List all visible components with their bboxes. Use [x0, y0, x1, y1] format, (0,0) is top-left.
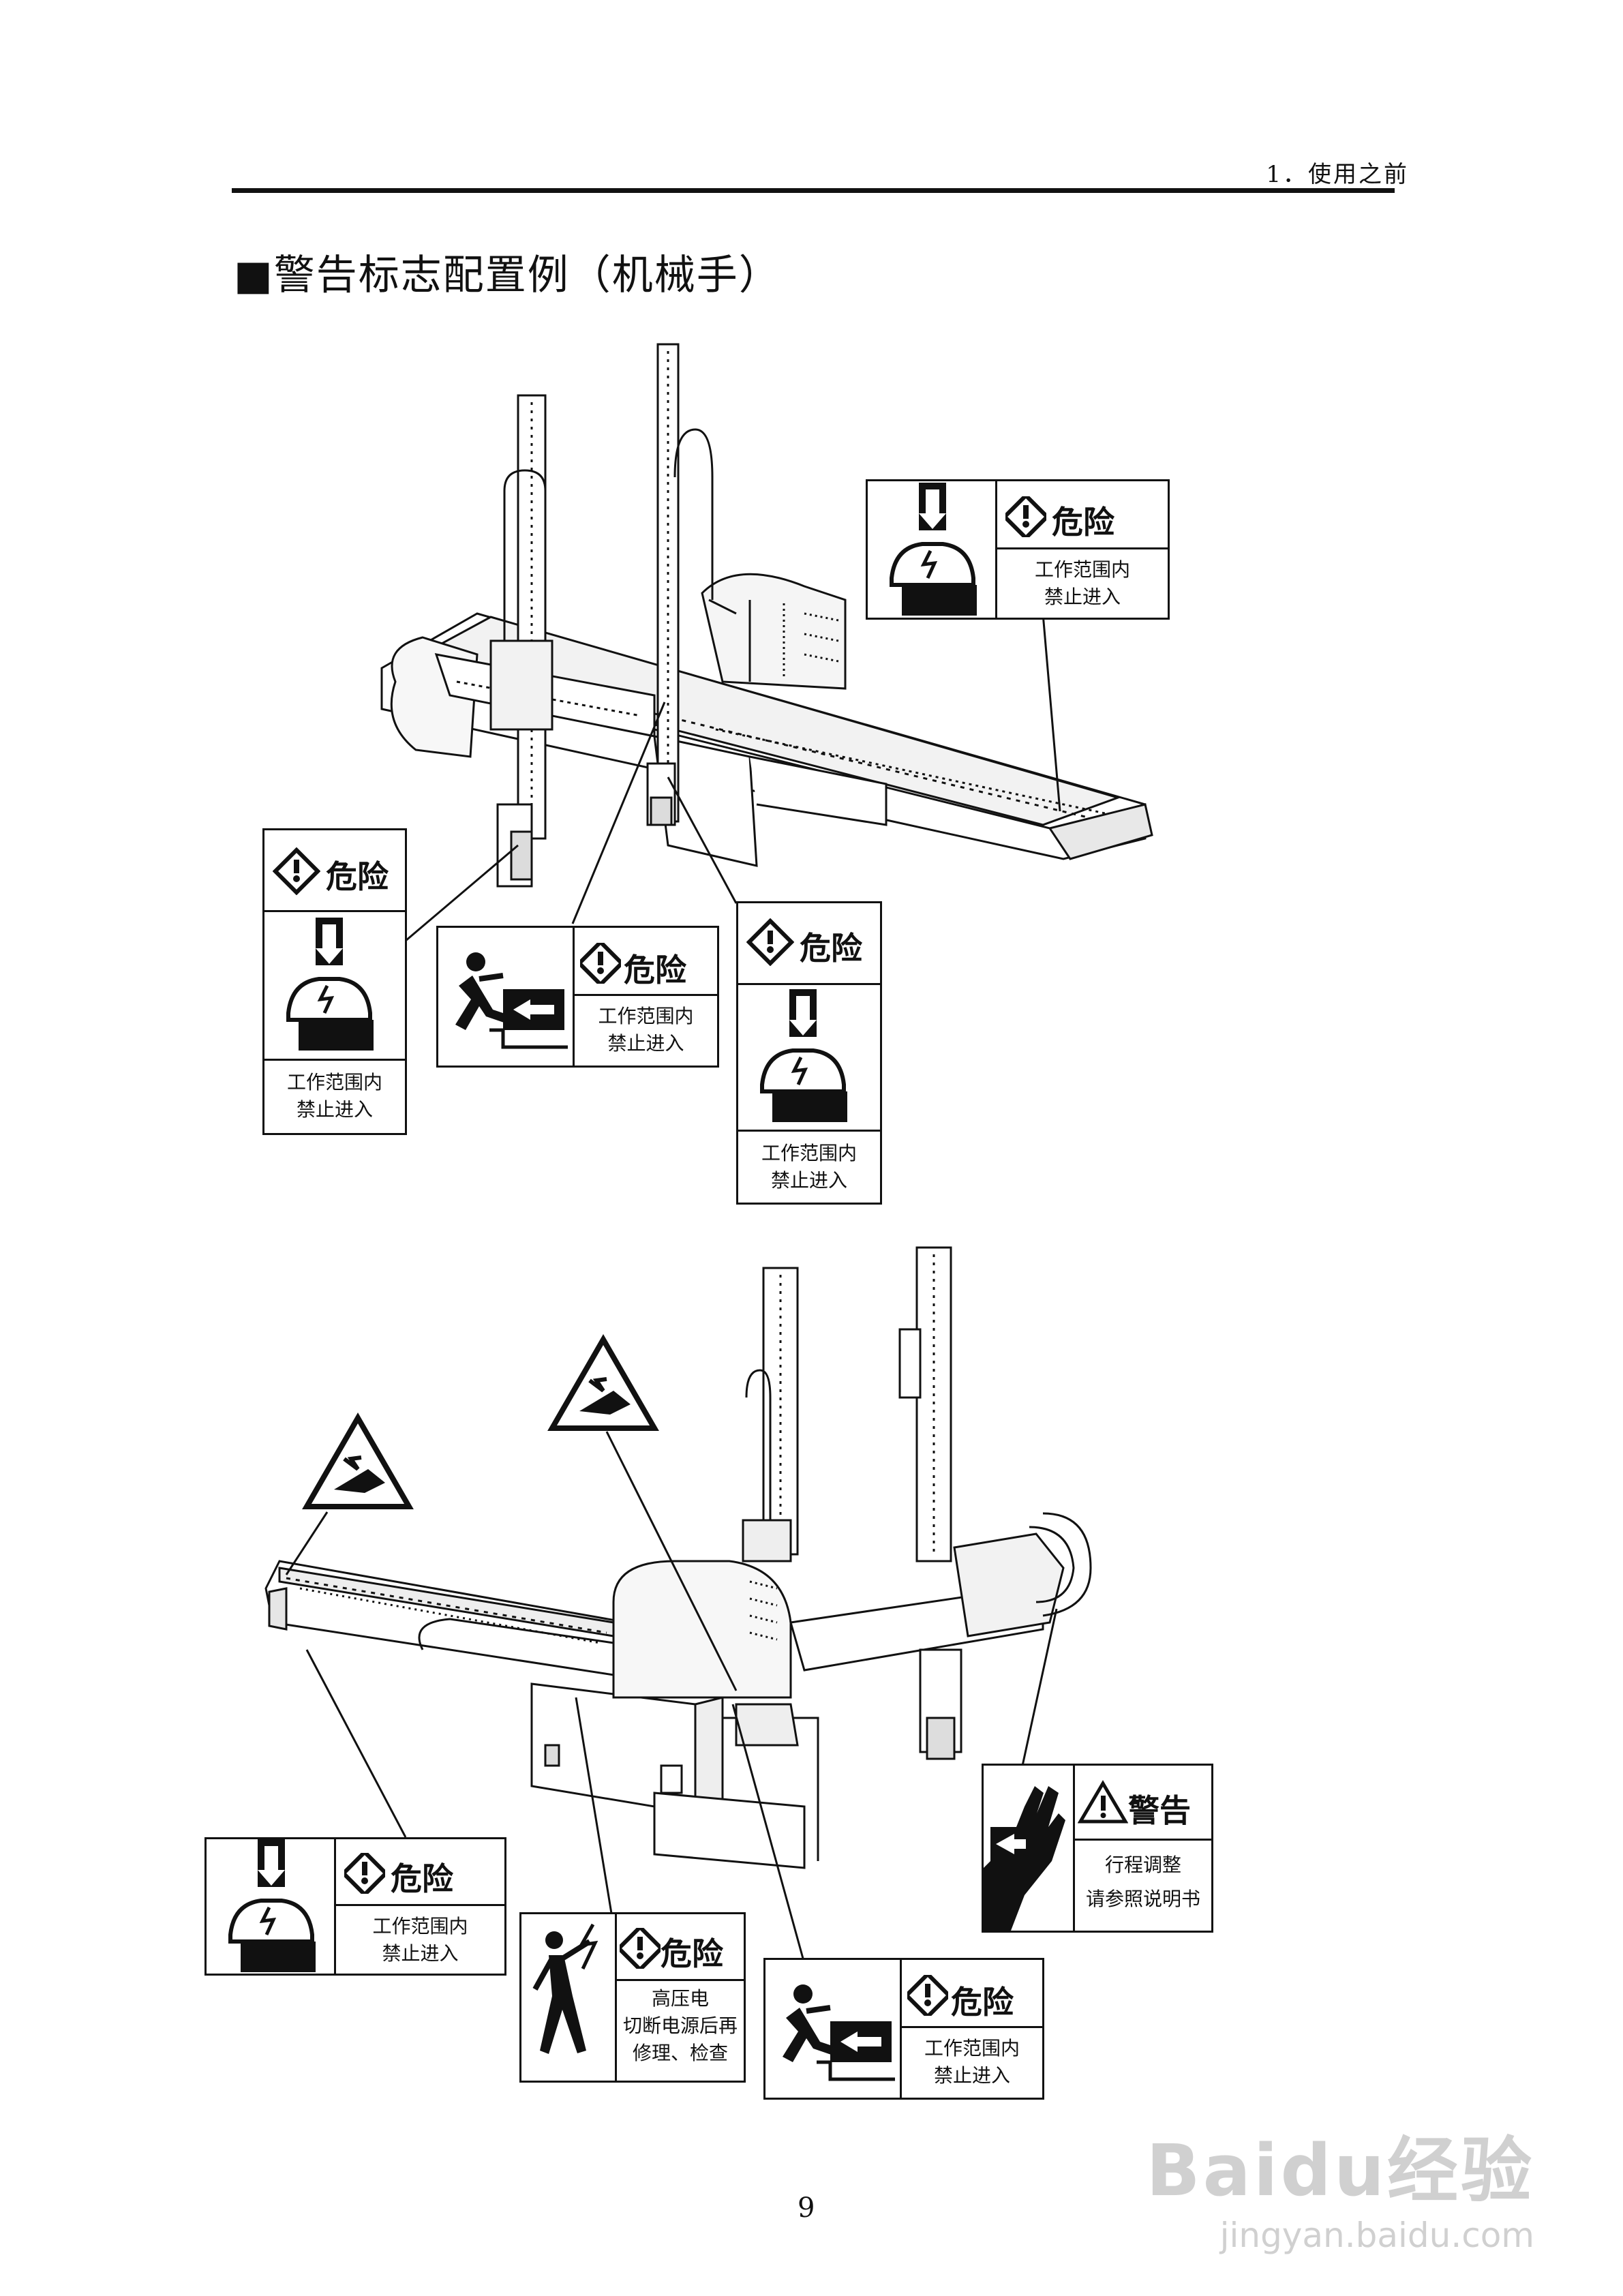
sign-danger-word: 危险 [800, 930, 862, 967]
sign-bottom-middle: 危险 工作范围内 禁止进入 [763, 1958, 1044, 2100]
sign-danger-word: 危险 [1052, 504, 1114, 541]
falling-person-icon [765, 1960, 895, 2081]
sign-top-left: 危险 工作范围内 禁止进入 [262, 828, 407, 1135]
diamond-exclamation-icon [580, 943, 621, 984]
diamond-exclamation-icon [344, 1853, 385, 1894]
sign-text-line1: 工作范围内 [1034, 558, 1130, 581]
sign-top-right: 危险 工作范围内 禁止进入 [866, 479, 1170, 620]
sign-text-line1: 工作范围内 [372, 1915, 468, 1937]
sign-top-middle: 危险 工作范围内 禁止进入 [436, 926, 719, 1068]
diamond-exclamation-icon [1005, 496, 1046, 537]
sign-danger-word: 危险 [624, 952, 686, 988]
falling-person-icon [438, 928, 568, 1049]
hand-crush-triangle-icon-center [552, 1340, 654, 1428]
sign-text-line3: 修理、检查 [632, 2042, 728, 2064]
sign-warning-word: 警告 [1128, 1792, 1191, 1829]
diamond-exclamation-icon [746, 918, 794, 966]
sign-text-line2: 禁止进入 [382, 1942, 459, 1965]
sign-text-line1: 工作范围内 [286, 1071, 382, 1093]
high-voltage-icon [532, 1923, 598, 2054]
page-number: 9 [798, 2192, 815, 2224]
sign-text-line2: 禁止进入 [770, 1169, 847, 1192]
top-leader-lines [405, 613, 1061, 942]
diamond-exclamation-icon [907, 1975, 948, 2016]
sign-text-line2: 切断电源后再 [622, 2014, 738, 2037]
sign-text-line2: 禁止进入 [296, 1098, 373, 1121]
triangle-warning-icon [1078, 1780, 1128, 1824]
head-hazard-icon [738, 985, 880, 1130]
sign-text-line2: 禁止进入 [1044, 586, 1121, 608]
sign-danger-word: 危险 [326, 858, 389, 895]
sign-text-line2: 禁止进入 [933, 2064, 1010, 2087]
sign-top-center-vertical: 危险 工作范围内 禁止进入 [736, 901, 882, 1205]
baidu-watermark: Baidu经验 jingyan.baidu.com [1146, 2113, 1534, 2255]
sign-warning-stroke-adjust: 警告 行程调整 请参照说明书 [982, 1764, 1213, 1933]
sign-bottom-left: 危险 工作范围内 禁止进入 [204, 1837, 506, 1976]
sign-text-line2: 禁止进入 [607, 1032, 684, 1055]
hand-pinch-icon [984, 1786, 1065, 1931]
page-title: ■警告标志配置例（机械手） [234, 252, 781, 299]
top-robot-drawing [380, 343, 1153, 888]
sign-text-line1: 工作范围内 [761, 1142, 857, 1164]
sign-text-line1: 工作范围内 [924, 2037, 1020, 2059]
sign-danger-word: 危险 [951, 1984, 1014, 2021]
diamond-exclamation-icon [273, 847, 320, 895]
watermark-main-text: Baidu经验 [1146, 2129, 1534, 2212]
bottom-leader-lines [285, 1431, 1058, 1964]
header-rule [232, 188, 1395, 193]
sign-text-line2: 请参照说明书 [1085, 1888, 1200, 1910]
sign-danger-word: 危险 [661, 1935, 723, 1972]
diamond-exclamation-icon [620, 1928, 661, 1969]
hand-crush-triangle-icon-left [307, 1418, 409, 1507]
sign-high-voltage: 危险 高压电 切断电源后再 修理、检查 [519, 1912, 746, 2083]
sign-text-line1: 行程调整 [1104, 1854, 1181, 1876]
head-hazard-icon [207, 1839, 334, 1974]
sign-text-line1: 工作范围内 [598, 1005, 694, 1027]
header-section-text: 1．使用之前 [1266, 161, 1409, 188]
sign-danger-word: 危险 [391, 1860, 453, 1897]
bottom-robot-drawing [264, 1246, 1092, 1869]
sign-text-line1: 高压电 [651, 1987, 709, 2010]
head-hazard-icon [264, 912, 405, 1059]
head-hazard-icon [868, 481, 995, 618]
watermark-sub-text: jingyan.baidu.com [1219, 2216, 1534, 2255]
